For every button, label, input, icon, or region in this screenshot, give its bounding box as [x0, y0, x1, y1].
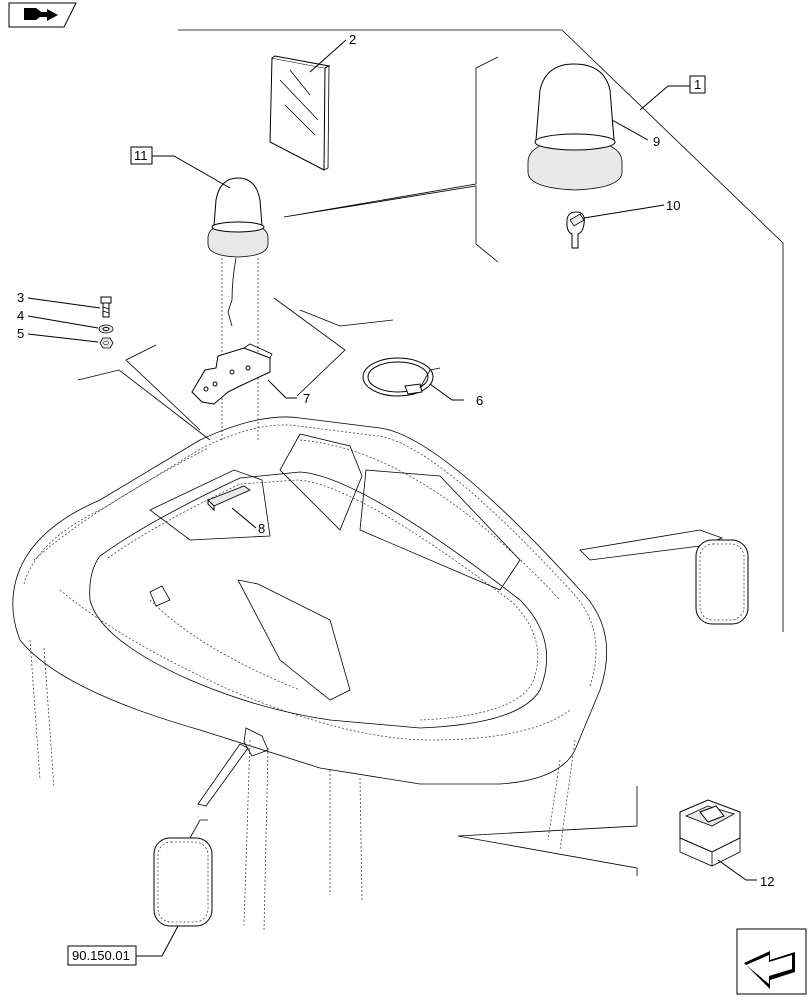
leader-lines — [27, 39, 757, 957]
nut[interactable] — [99, 337, 114, 349]
beacon-bulb[interactable] — [566, 211, 585, 249]
cab-posts — [29, 639, 576, 931]
callout-2: 2 — [349, 32, 356, 47]
bolt[interactable] — [100, 296, 112, 318]
assembly-frame-lines — [178, 29, 784, 632]
callout-1: 1 — [694, 77, 701, 92]
callout-8: 8 — [258, 521, 265, 536]
left-mirror — [153, 727, 269, 927]
callout-1-box: 1 — [689, 75, 706, 94]
cab-roof — [12, 416, 608, 785]
manual-book[interactable] — [269, 55, 331, 171]
callout-12: 12 — [760, 874, 774, 889]
reference-box[interactable]: 90.150.01 — [67, 945, 137, 966]
reference-label: 90.150.01 — [72, 948, 130, 963]
right-mirror — [579, 529, 749, 625]
callout-6: 6 — [476, 393, 483, 408]
washer[interactable] — [98, 324, 114, 334]
rocker-switch[interactable] — [679, 799, 741, 867]
mounting-bracket[interactable] — [191, 343, 273, 405]
book-arrow-icon[interactable] — [8, 2, 77, 28]
callout-11-box: 11 — [130, 146, 153, 165]
cable-tie[interactable] — [362, 357, 441, 397]
callout-11: 11 — [134, 148, 148, 163]
beacon-assembly[interactable] — [207, 177, 269, 440]
callout-10: 10 — [666, 198, 680, 213]
callout-4: 4 — [17, 308, 24, 323]
callout-3: 3 — [17, 290, 24, 305]
explosion-lines — [77, 56, 638, 876]
rotating-beacon-dome[interactable] — [527, 63, 623, 191]
decal-plate[interactable] — [207, 485, 251, 512]
callout-7: 7 — [303, 391, 310, 406]
callout-9: 9 — [653, 134, 660, 149]
callout-5: 5 — [17, 326, 24, 341]
next-page-arrow-icon[interactable] — [736, 928, 807, 995]
